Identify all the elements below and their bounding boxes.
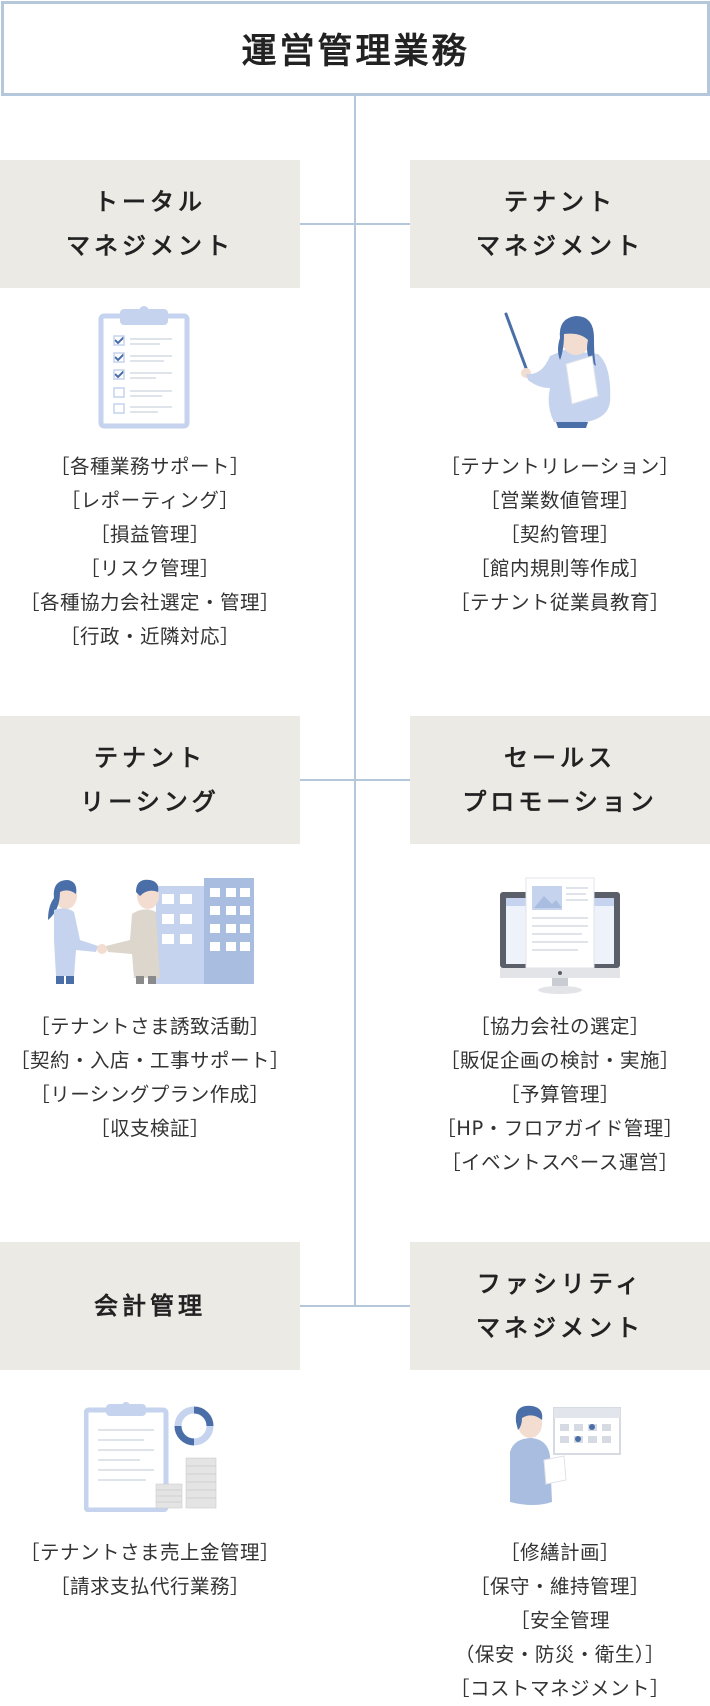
- list-item: ［レポーティング］: [60, 489, 240, 512]
- item-list-total-management: ［各種業務サポート］ ［レポーティング］ ［損益管理］ ［リスク管理］ ［各種協…: [0, 450, 300, 654]
- desktop-monitor-icon: [500, 877, 620, 994]
- section-heading-facility-management: ファシリティ マネジメント: [410, 1242, 710, 1370]
- item-list-sales-promotion: ［協力会社の選定］ ［販促企画の検討・実施］ ［予算管理］ ［HP・フロアガイド…: [410, 1010, 710, 1180]
- section-heading-accounting: 会計管理: [0, 1242, 300, 1370]
- list-item: ［修繕計画］: [499, 1541, 620, 1564]
- item-list-facility-management: ［修繕計画］ ［保守・維持管理］ ［安全管理 （保安・防災・衛生）］ ［コストマ…: [410, 1536, 710, 1706]
- list-item: ［テナントさま売上金管理］: [19, 1541, 280, 1564]
- section-heading-tenant-management: テナント マネジメント: [410, 160, 710, 288]
- list-item: ［テナントリレーション］: [440, 455, 680, 478]
- section-heading-tenant-leasing: テナント リーシング: [0, 716, 300, 844]
- connector-line-row1: [300, 223, 410, 225]
- list-item: ［安全管理: [509, 1609, 610, 1632]
- accounting-report-icon: [84, 1402, 217, 1512]
- list-item: ［契約・入店・工事サポート］: [9, 1049, 290, 1072]
- list-item: ［リーシングプラン作成］: [30, 1083, 270, 1106]
- list-item: ［保守・維持管理］: [469, 1575, 650, 1598]
- list-item: （保安・防災・衛生）］: [454, 1643, 666, 1666]
- section-heading-total-management: トータル マネジメント: [0, 160, 300, 288]
- facility-manager-calendar-icon: [510, 1405, 621, 1505]
- item-list-tenant-management: ［テナントリレーション］ ［営業数値管理］ ［契約管理］ ［館内規則等作成］ ［…: [410, 450, 710, 620]
- list-item: ［予算管理］: [499, 1083, 620, 1106]
- list-item: ［行政・近隣対応］: [59, 625, 240, 648]
- title-box: 運営管理業務: [1, 1, 710, 96]
- list-item: ［テナントさま誘致活動］: [29, 1015, 270, 1038]
- list-item: ［テナント従業員教育］: [449, 591, 670, 614]
- list-item: ［コストマネジメント］: [449, 1677, 670, 1700]
- connector-line-row2: [300, 779, 410, 781]
- section-heading-sales-promotion: セールス プロモーション: [410, 716, 710, 844]
- list-item: ［協力会社の選定］: [469, 1015, 650, 1038]
- list-item: ［HP・フロアガイド管理］: [436, 1117, 684, 1140]
- list-item: ［各種協力会社選定・管理］: [19, 591, 280, 614]
- item-list-accounting: ［テナントさま売上金管理］ ［請求支払代行業務］: [0, 1536, 300, 1604]
- list-item: ［請求支払代行業務］: [49, 1575, 250, 1598]
- list-item: ［契約管理］: [499, 523, 620, 546]
- list-item: ［各種業務サポート］: [49, 455, 250, 478]
- list-item: ［イベントスペース運営］: [441, 1151, 679, 1174]
- center-vertical-line: [354, 94, 356, 1307]
- list-item: ［営業数値管理］: [479, 489, 640, 512]
- list-item: ［損益管理］: [89, 523, 210, 546]
- list-item: ［リスク管理］: [79, 557, 220, 580]
- presenter-woman-icon: [504, 312, 611, 428]
- handshake-building-icon: [48, 878, 254, 984]
- clipboard-checklist-icon: [98, 306, 190, 429]
- item-list-tenant-leasing: ［テナントさま誘致活動］ ［契約・入店・工事サポート］ ［リーシングプラン作成］…: [0, 1010, 300, 1146]
- list-item: ［販促企画の検討・実施］: [439, 1049, 680, 1072]
- list-item: ［収支検証］: [89, 1117, 210, 1140]
- list-item: ［館内規則等作成］: [469, 557, 650, 580]
- page-title: 運営管理業務: [241, 32, 470, 72]
- connector-line-row3: [300, 1305, 410, 1307]
